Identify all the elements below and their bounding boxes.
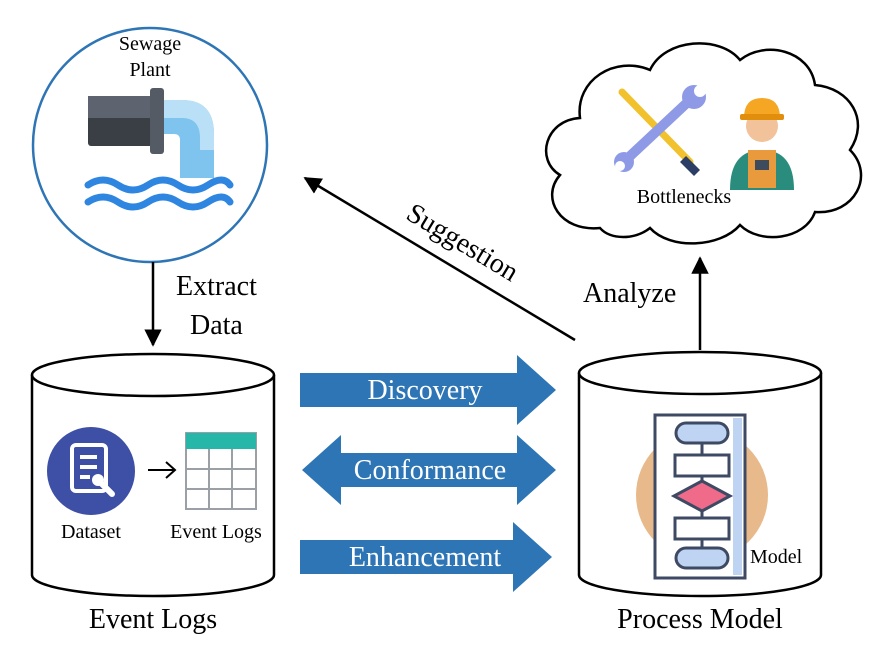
event-logs-database: Dataset Event Logs bbox=[30, 352, 276, 598]
enhancement-label: Enhancement bbox=[349, 542, 502, 573]
discovery-arrow: Discovery bbox=[300, 355, 556, 425]
suggestion-arrow bbox=[303, 176, 576, 342]
sewage-plant-label-line1: Sewage bbox=[119, 33, 181, 55]
bottlenecks-label: Bottlenecks bbox=[637, 186, 732, 208]
sewage-plant-label-line2: Plant bbox=[129, 59, 171, 81]
extract-label-line2: Data bbox=[190, 310, 243, 341]
sewage-plant-node: Sewage Plant bbox=[31, 26, 269, 264]
process-model-caption: Process Model bbox=[617, 604, 783, 635]
transform-arrow bbox=[148, 461, 177, 479]
analyze-label: Analyze bbox=[583, 278, 676, 309]
conformance-arrow: Conformance bbox=[302, 435, 556, 505]
flowchart-icon bbox=[636, 413, 768, 580]
construction-worker-icon bbox=[730, 98, 794, 190]
suggestion-label: Suggestion bbox=[401, 197, 524, 288]
event-logs-caption: Event Logs bbox=[89, 604, 217, 635]
cloud-shape bbox=[544, 42, 863, 245]
process-model-database: Model bbox=[577, 350, 823, 598]
sewage-pipe-icon bbox=[84, 88, 234, 211]
spreadsheet-table-icon bbox=[185, 432, 257, 510]
bottlenecks-cloud: Bottlenecks bbox=[544, 42, 863, 245]
event-logs-icon-label: Event Logs bbox=[170, 521, 262, 543]
discovery-label: Discovery bbox=[367, 375, 482, 406]
extract-label-line1: Extract bbox=[176, 271, 257, 302]
dataset-document-icon bbox=[47, 427, 135, 515]
dataset-label: Dataset bbox=[61, 521, 121, 543]
model-label: Model bbox=[750, 546, 803, 568]
wrench-screwdriver-icon bbox=[614, 85, 706, 176]
conformance-label: Conformance bbox=[354, 455, 506, 486]
enhancement-arrow: Enhancement bbox=[300, 522, 552, 592]
